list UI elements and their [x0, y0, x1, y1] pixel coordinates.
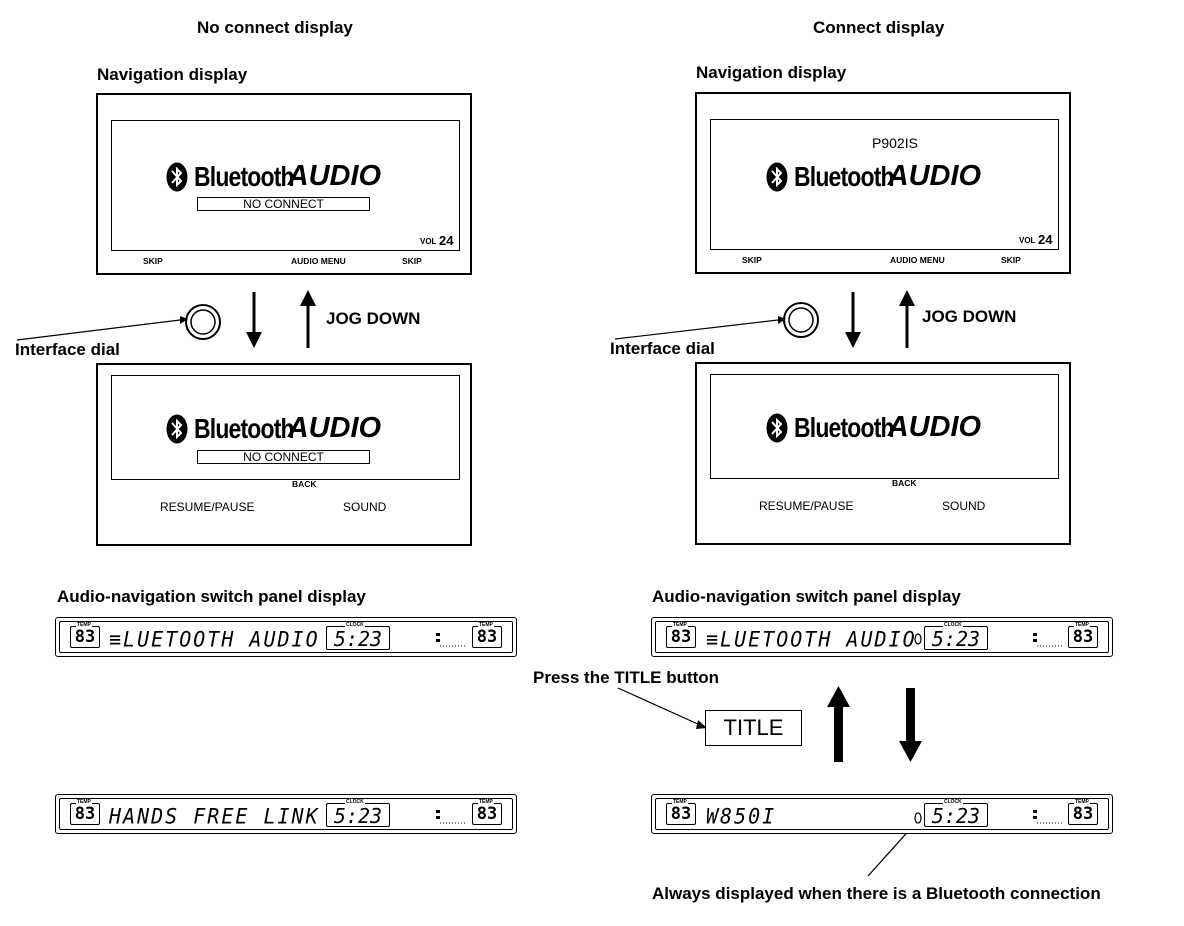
title-up-arrow [827, 686, 850, 762]
bt-connection-note: Always displayed when there is a Bluetoo… [652, 884, 1101, 903]
bluetooth-icon [766, 162, 788, 191]
right-sound-button[interactable]: SOUND [942, 499, 986, 513]
left-nav-screen-top [96, 93, 472, 275]
left-back-label: BACK [292, 479, 317, 489]
left-dial-leader [16, 319, 181, 341]
left-interface-dial-icon [185, 304, 221, 340]
left-bt-logo-bottom: Bluetooth AUDIO [166, 412, 381, 445]
left-nav-label: Navigation display [97, 65, 248, 84]
right-skip-back: SKIP [742, 255, 762, 265]
left-jog-label: JOG DOWN [326, 309, 421, 328]
right-panel2-text: W850I [706, 803, 777, 829]
right-dial-label: Interface dial [610, 339, 715, 358]
right-interface-dial-icon [783, 302, 819, 338]
left-noconnect-bottom: NO CONNECT [197, 450, 370, 464]
left-sound-button[interactable]: SOUND [343, 500, 387, 514]
bluetooth-icon [166, 162, 188, 191]
right-bt-logo-top: Bluetooth AUDIO [766, 160, 981, 193]
title-leader [617, 687, 701, 726]
right-resume-button[interactable]: RESUME/PAUSE [759, 499, 854, 513]
title-button[interactable]: TITLE [705, 710, 802, 746]
left-panel-label: Audio-navigation switch panel display [57, 587, 366, 606]
left-dial-label: Interface dial [15, 340, 120, 359]
signal-icon [1033, 810, 1062, 824]
title-down-arrow [899, 688, 922, 762]
press-title-label: Press the TITLE button [533, 668, 720, 687]
left-skip-fwd: SKIP [402, 256, 422, 266]
right-panel-label: Audio-navigation switch panel display [652, 587, 961, 606]
right-device-name: P902IS [872, 135, 918, 151]
signal-icon [1033, 633, 1062, 647]
right-back-label: BACK [892, 478, 917, 488]
left-panel1-text: ≡LUETOOTH AUDIO [109, 626, 320, 652]
signal-icon [436, 810, 466, 824]
right-vol-value: 24 [1038, 232, 1053, 247]
left-vol-label: VOL [420, 237, 437, 246]
left-nav-screen-bottom [96, 363, 472, 546]
panel-bluetooth-icon [914, 633, 922, 645]
right-audio-menu: AUDIO MENU [890, 255, 945, 265]
bt-note-leader [867, 825, 914, 877]
right-heading: Connect display [813, 18, 945, 37]
right-down-arrow [845, 292, 861, 348]
left-heading: No connect display [197, 18, 353, 37]
left-vol-value: 24 [439, 233, 454, 248]
left-down-arrow [246, 292, 262, 348]
bluetooth-icon [766, 413, 788, 442]
left-up-arrow [300, 290, 316, 348]
right-nav-screen-bottom [695, 362, 1071, 545]
right-up-arrow [899, 290, 915, 348]
left-panel2-text: HANDS FREE LINK [109, 803, 320, 829]
right-vol-label: VOL [1019, 236, 1036, 245]
right-nav-label: Navigation display [696, 63, 847, 82]
left-bt-logo-top: Bluetooth AUDIO [166, 160, 381, 193]
right-bt-logo-bottom: Bluetooth AUDIO [766, 411, 981, 444]
right-jog-label: JOG DOWN [922, 307, 1017, 326]
left-noconnect-top: NO CONNECT [197, 197, 370, 211]
left-switch-panel-2 [55, 794, 517, 834]
right-dial-leader [614, 319, 779, 340]
left-resume-button[interactable]: RESUME/PAUSE [160, 500, 255, 514]
right-skip-fwd: SKIP [1001, 255, 1021, 265]
signal-icon [436, 633, 466, 647]
right-nav-screen-top [695, 92, 1071, 274]
bluetooth-icon [166, 414, 188, 443]
left-switch-panel-1 [55, 617, 517, 657]
left-panel1-clock: 5:23 [326, 626, 390, 651]
panel-bluetooth-icon [914, 812, 922, 824]
right-panel1-text: ≡LUETOOTH AUDIO [706, 626, 917, 652]
right-switch-panel-1 [651, 617, 1113, 657]
right-switch-panel-2 [651, 794, 1113, 834]
left-audio-menu: AUDIO MENU [291, 256, 346, 266]
left-skip-back: SKIP [143, 256, 163, 266]
